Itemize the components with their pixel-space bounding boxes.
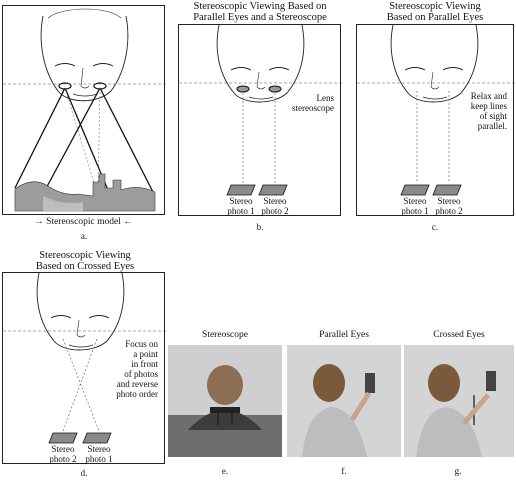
photo-f-title: Parallel Eyes bbox=[319, 330, 369, 340]
face-sketch bbox=[40, 8, 129, 102]
photo-f-letter: f. bbox=[341, 466, 347, 476]
panel-a-stereoscopic-model: → Stereoscopic model ← bbox=[2, 5, 166, 227]
panel-d-illustration bbox=[3, 273, 166, 444]
focus-crossed-note: Focus on a point in front of photos and … bbox=[116, 339, 158, 399]
photo-e-title: Stereoscope bbox=[202, 330, 248, 340]
stereo-photo-2-label: Stereo photo 2 bbox=[435, 196, 463, 216]
panel-d-crossed-eyes: Focus on a point in front of photos and … bbox=[2, 272, 166, 464]
panel-d-title: Stereoscopic Viewing Based on Crossed Ey… bbox=[35, 250, 135, 272]
stereo-photo-1-label: Stereo photo 1 bbox=[85, 444, 113, 464]
photo-g-letter: g. bbox=[454, 466, 462, 476]
stereo-photo-2-label: Stereo photo 2 bbox=[261, 196, 289, 216]
panel-d-letter: d. bbox=[80, 468, 88, 478]
stereoscope-photo-illustration bbox=[168, 345, 282, 457]
stereo-photo-1-label: Stereo photo 1 bbox=[227, 196, 255, 216]
stereo-photo-2-label: Stereo photo 2 bbox=[49, 444, 77, 464]
arrow-right-icon: → bbox=[34, 217, 44, 227]
photo-f-parallel-eyes bbox=[287, 345, 401, 457]
photo-e-stereoscope bbox=[168, 345, 282, 457]
panel-c-letter: c. bbox=[431, 222, 439, 232]
panel-c-title: Stereoscopic Viewing Based on Parallel E… bbox=[386, 1, 484, 23]
lens-stereoscope-note: Lens stereoscope bbox=[292, 93, 334, 113]
relax-parallel-note: Relax and keep lines of sight parallel. bbox=[470, 91, 507, 131]
photo-e-letter: e. bbox=[221, 466, 229, 476]
panel-c-parallel-eyes: Relax and keep lines of sight parallel. … bbox=[356, 24, 515, 216]
panel-c-illustration bbox=[357, 25, 515, 196]
panel-b-title: Stereoscopic Viewing Based on Parallel E… bbox=[193, 1, 327, 23]
crossed-eyes-photo-illustration bbox=[404, 345, 514, 457]
panel-a-illustration bbox=[3, 8, 166, 212]
stereo-photo-1-label: Stereo photo 1 bbox=[401, 196, 429, 216]
panel-b-letter: b. bbox=[256, 222, 264, 232]
photo-g-crossed-eyes bbox=[404, 345, 514, 457]
panel-b-parallel-stereoscope: Lens stereoscope Stereo photo 1 Stereo p… bbox=[178, 24, 342, 216]
stereo-model-caption: → Stereoscopic model ← bbox=[34, 217, 133, 227]
photo-g-title: Crossed Eyes bbox=[433, 330, 485, 340]
panel-b-illustration bbox=[179, 25, 342, 196]
panel-a-letter: a. bbox=[80, 231, 88, 241]
arrow-left-icon: ← bbox=[123, 217, 133, 227]
stereo-model-terrain bbox=[14, 173, 156, 212]
parallel-eyes-photo-illustration bbox=[287, 345, 401, 457]
